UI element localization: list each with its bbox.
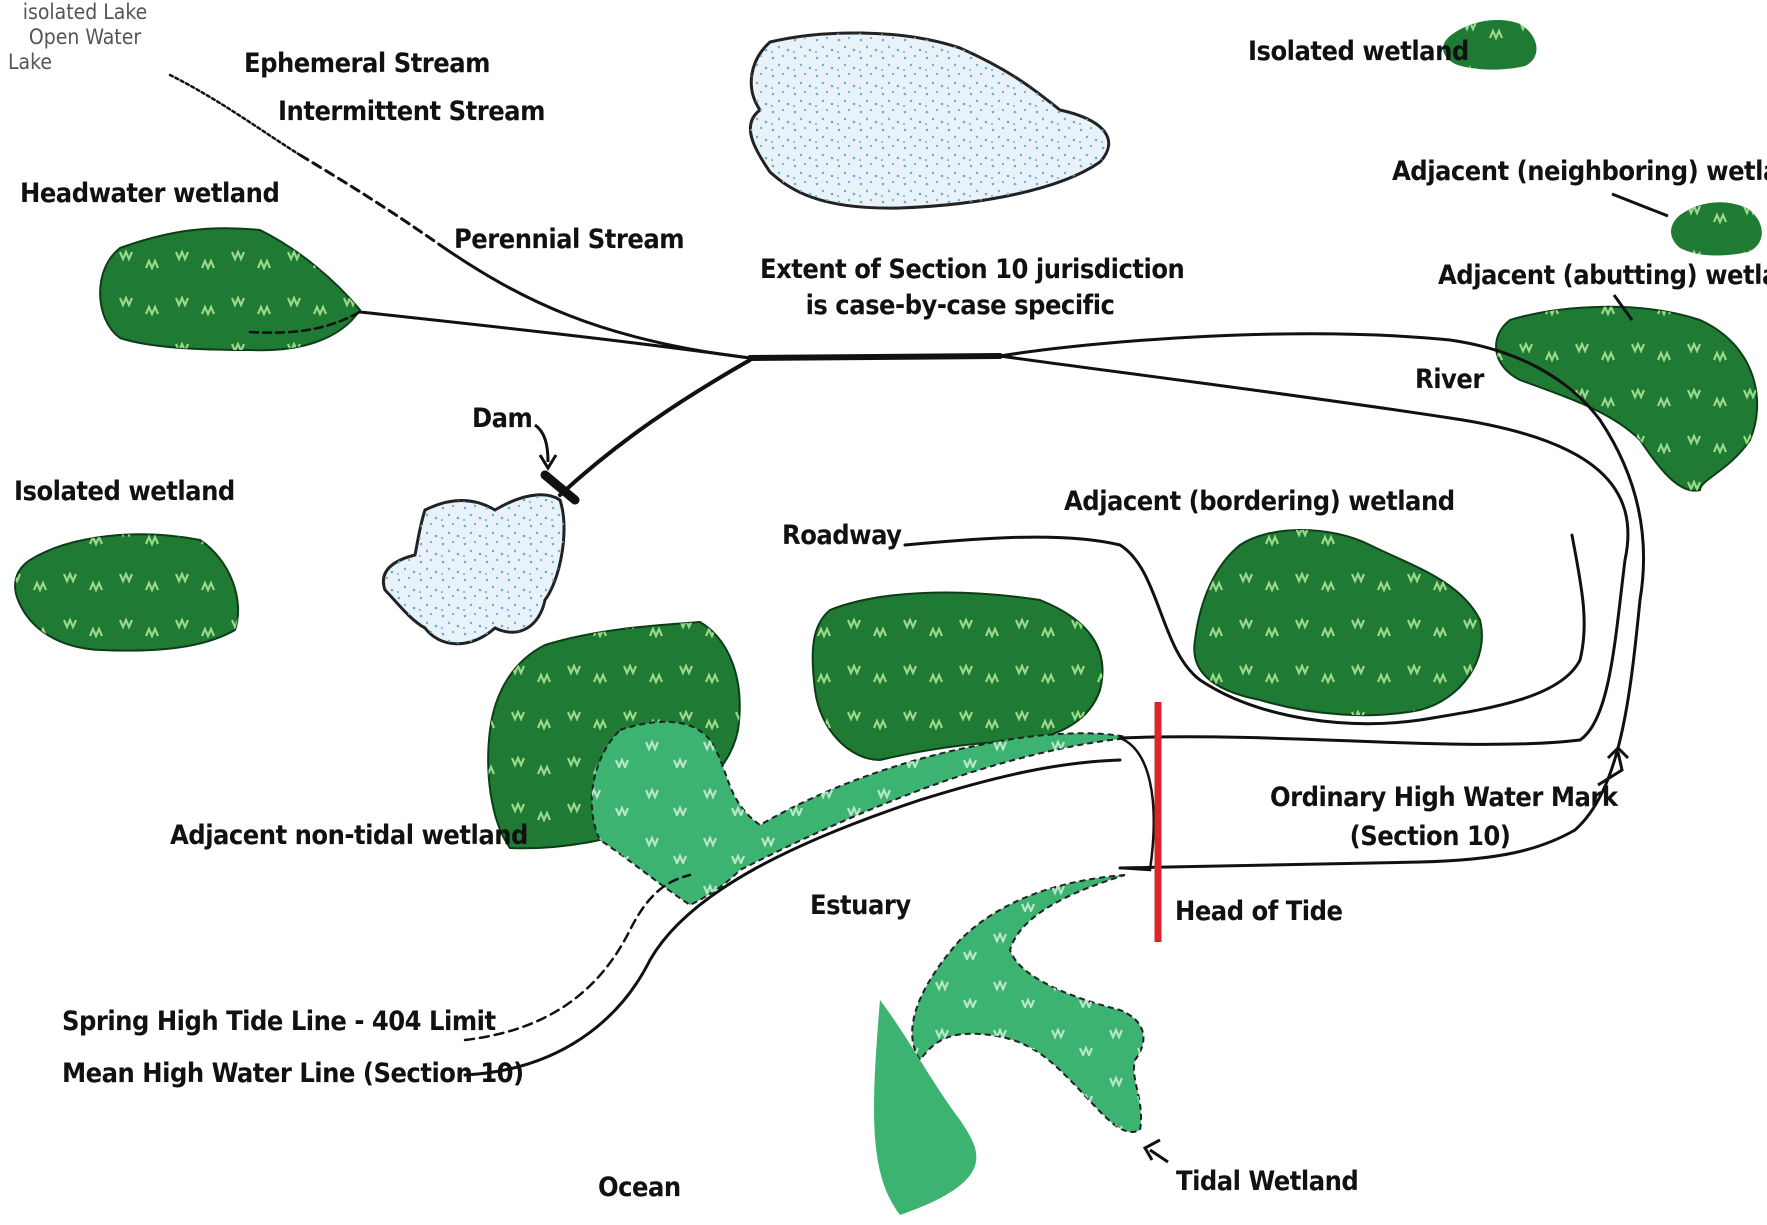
river-upper-bank <box>998 332 1646 870</box>
neighboring-leader <box>1611 192 1669 218</box>
label-spring-high-tide: Spring High Tide Line - 404 Limit <box>62 1006 496 1037</box>
isolated-wetland-left-shape <box>14 533 240 652</box>
isolated-wetland-top-shape <box>1443 20 1537 70</box>
river-section10-line <box>747 353 1003 361</box>
label-isolated-wetland-top: Isolated wetland <box>1248 36 1469 67</box>
lake-shape <box>381 493 566 646</box>
label-intermittent-stream: Intermittent Stream <box>278 96 545 127</box>
estuary-bordering-wetland-shape <box>811 591 1104 762</box>
label-isolated-lake-line2: Open Water <box>28 25 142 50</box>
label-adjacent-bordering: Adjacent (bordering) wetland <box>1064 486 1455 517</box>
roadway-line <box>903 533 1586 726</box>
label-ohwm-line1: Ordinary High Water Mark <box>1270 782 1618 813</box>
label-isolated-lake: isolated Lake Open Water <box>0 0 170 50</box>
isolated-lake-shape <box>748 31 1111 210</box>
abutting-leader <box>1612 294 1634 321</box>
headwater-wetland-shape <box>99 227 362 352</box>
ohwm-leader <box>1597 751 1624 787</box>
label-extent-line2: is case-by-case specific <box>805 290 1115 322</box>
mouth-connector-line <box>1118 736 1155 872</box>
label-river: River <box>1415 364 1484 395</box>
label-dam: Dam <box>472 403 533 434</box>
ohwm-arrowhead <box>1606 745 1630 760</box>
tidal-wetland-lower-shape <box>874 874 1145 1215</box>
label-ocean: Ocean <box>598 1172 681 1203</box>
label-ohwm-line2: (Section 10) <box>1349 821 1511 853</box>
adjacent-neighboring-wetland-shape <box>1671 202 1762 256</box>
label-tidal-wetland: Tidal Wetland <box>1176 1166 1359 1197</box>
leader-lines <box>1142 192 1669 1164</box>
ephemeral-stream-line <box>168 73 302 157</box>
tidal-arrowhead <box>1142 1138 1161 1161</box>
stream-lines <box>168 73 1646 1077</box>
tidal-leader <box>1149 1148 1169 1164</box>
river-lower-bank <box>998 354 1630 746</box>
lake-outlet-stream <box>558 358 752 497</box>
label-ohwm: Ordinary High Water Mark (Section 10) <box>1270 778 1618 856</box>
label-extent-line1: Extent of Section 10 jurisdiction <box>760 254 1185 285</box>
label-perennial-stream: Perennial Stream <box>454 224 685 255</box>
label-adjacent-abutting: Adjacent (abutting) wetland <box>1438 260 1767 291</box>
label-isolated-wetland-left: Isolated wetland <box>14 476 235 507</box>
tidal-wetland-upper-shape <box>590 720 1131 907</box>
headwater-internal-line <box>248 310 362 334</box>
label-adjacent-neighboring: Adjacent (neighboring) wetland <box>1392 156 1767 187</box>
label-headwater-wetland: Headwater wetland <box>20 178 280 209</box>
label-roadway: Roadway <box>782 520 902 551</box>
label-mean-high-water: Mean High Water Line (Section 10) <box>62 1058 524 1089</box>
perennial-stream-line <box>438 243 752 360</box>
dam-marker <box>534 423 580 505</box>
label-lake: Lake <box>8 50 52 75</box>
label-isolated-lake-line1: isolated Lake <box>22 0 148 24</box>
label-ephemeral-stream: Ephemeral Stream <box>244 48 490 79</box>
label-estuary: Estuary <box>810 890 911 921</box>
label-extent-section10: Extent of Section 10 jurisdiction is cas… <box>760 252 1185 325</box>
spring-high-tide-line <box>463 873 692 1042</box>
label-adjacent-nontidal: Adjacent non-tidal wetland <box>170 820 528 851</box>
intermittent-stream-line <box>298 153 442 247</box>
label-head-of-tide: Head of Tide <box>1175 896 1343 927</box>
adjacent-bordering-wetland-shape <box>1193 529 1483 717</box>
headwater-outlet-line <box>358 310 752 360</box>
mean-high-water-line <box>463 758 1122 1077</box>
adjacent-abutting-wetland-shape <box>1495 305 1759 492</box>
